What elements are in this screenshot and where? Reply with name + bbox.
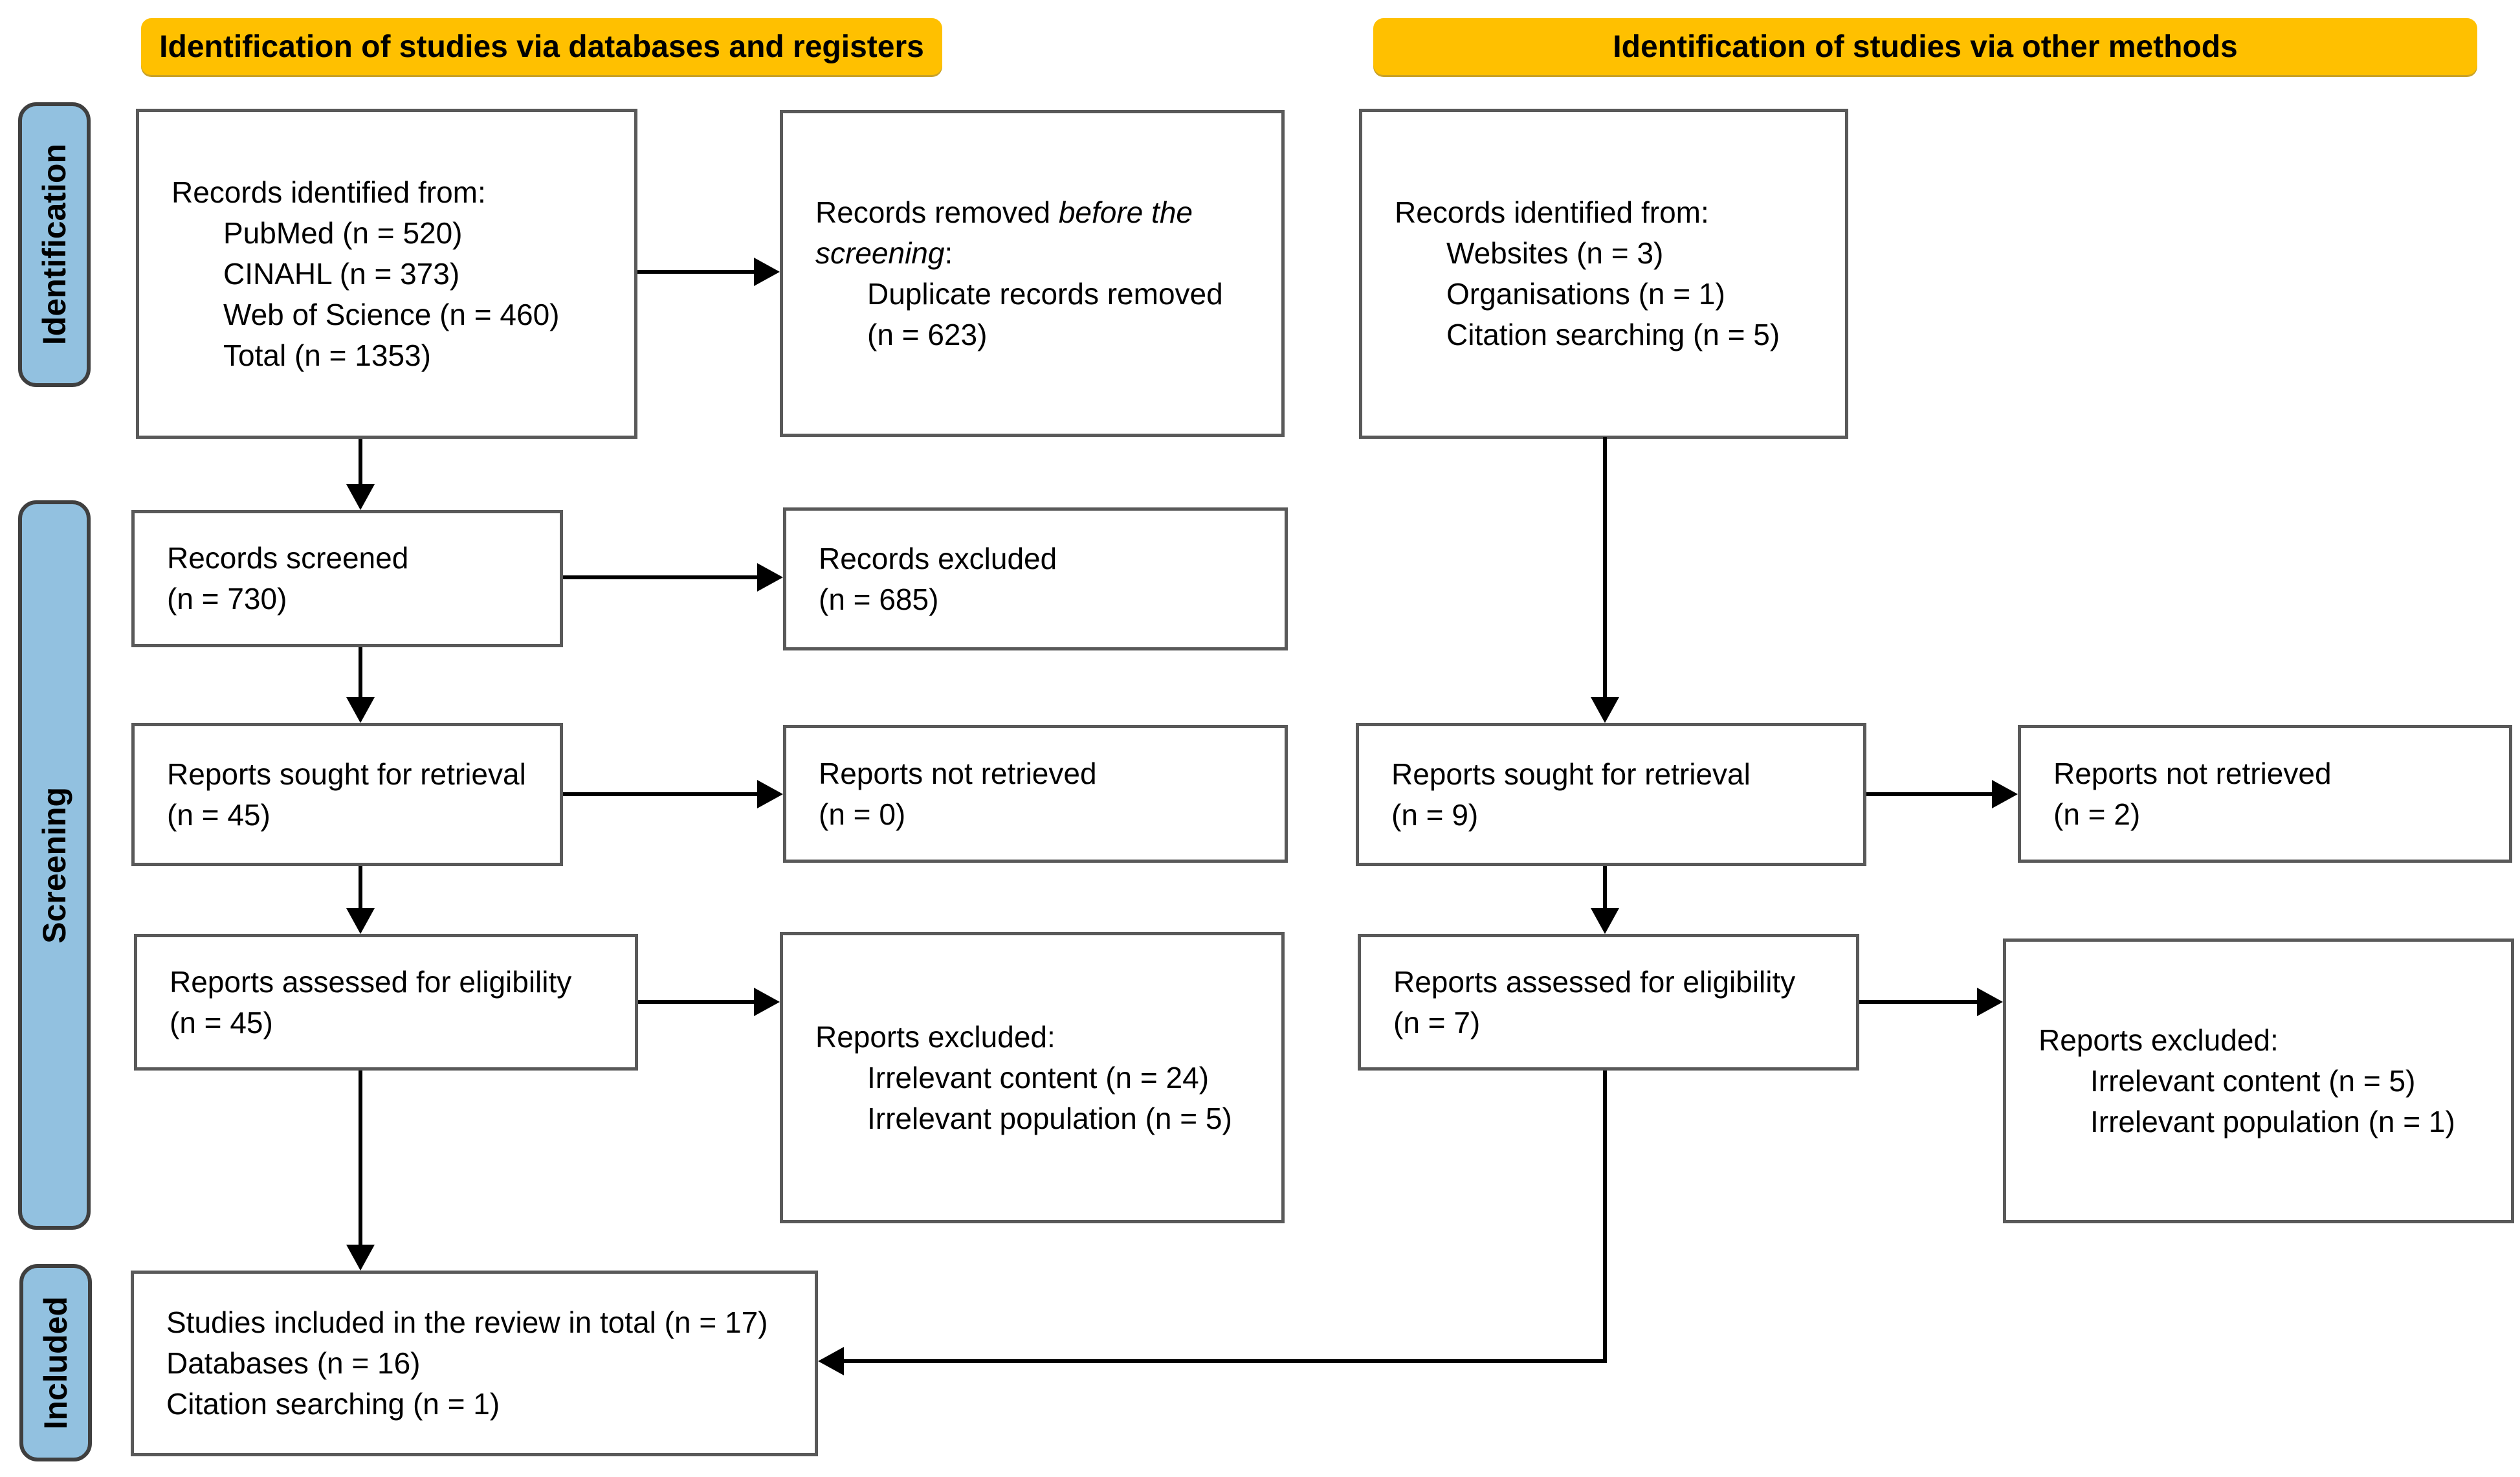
stage-screening: Screening	[18, 500, 91, 1230]
arrow-screened-to-sought-line	[359, 647, 362, 700]
box-line: Organisations (n = 1)	[1446, 277, 1725, 311]
box-line: PubMed (n = 520)	[223, 216, 463, 250]
arrow-other-assessed-to-excluded-line	[1859, 1000, 1980, 1004]
box-line: Duplicate records removed (n = 623)	[867, 276, 1223, 351]
box-line-segment-italic: before the screening	[815, 195, 1193, 270]
box-reports-assessed-databases: Reports assessed for eligibility (n = 45…	[134, 934, 638, 1071]
arrow-screened-to-excluded-line	[563, 575, 760, 579]
arrow-other-identified-to-sought-line	[1603, 437, 1607, 700]
box-line: Irrelevant population (n = 5)	[867, 1101, 1232, 1135]
box-line: Websites (n = 3)	[1446, 236, 1664, 270]
box-line: Irrelevant population (n = 1)	[2090, 1104, 2455, 1138]
box-line: Citation searching (n = 1)	[166, 1387, 500, 1421]
box-line: Web of Science (n = 460)	[223, 297, 560, 331]
box-reports-sought-databases: Reports sought for retrieval (n = 45)	[131, 723, 563, 866]
arrow-sought-to-notretrieved-head	[757, 780, 783, 808]
arrow-sought-to-assessed-head	[346, 908, 375, 934]
arrow-other-assessed-to-included-vline	[1603, 1071, 1607, 1363]
box-line: Databases (n = 16)	[166, 1346, 421, 1380]
box-reports-assessed-other: Reports assessed for eligibility (n = 7)	[1358, 934, 1859, 1071]
box-reports-not-retrieved-databases: Reports not retrieved (n = 0)	[783, 725, 1288, 863]
box-line: Records removed before the screening:	[815, 192, 1255, 274]
arrow-assessed-to-included-line	[359, 1071, 362, 1247]
box-records-identified-databases: Records identified from: PubMed (n = 520…	[136, 109, 637, 439]
arrow-screened-to-sought-head	[346, 697, 375, 723]
box-line: Reports sought for retrieval	[1391, 757, 1751, 791]
arrow-other-assessed-to-included-hline	[841, 1359, 1607, 1363]
arrow-sought-to-notretrieved-line	[563, 792, 760, 796]
box-records-removed-before-screening: Records removed before the screening: Du…	[780, 110, 1285, 437]
box-line-segment: Records removed	[815, 195, 1059, 229]
box-line: (n = 685)	[819, 582, 939, 616]
arrow-other-assessed-to-included-head	[818, 1347, 844, 1375]
box-line: Records identified from:	[1395, 195, 1709, 229]
box-line: Irrelevant content (n = 5)	[2090, 1063, 2416, 1098]
box-line: (n = 7)	[1393, 1005, 1481, 1039]
banner-other-label: Identification of studies via other meth…	[1613, 29, 2238, 64]
box-reports-sought-other: Reports sought for retrieval (n = 9)	[1356, 723, 1866, 866]
arrow-assessed-to-included-head	[346, 1245, 375, 1271]
stage-identification-label: Identification	[36, 144, 72, 346]
stage-included: Included	[19, 1264, 92, 1461]
box-line: Reports excluded:	[815, 1019, 1056, 1054]
box-records-excluded: Records excluded (n = 685)	[783, 507, 1288, 650]
box-reports-not-retrieved-other: Reports not retrieved (n = 2)	[2018, 725, 2512, 863]
banner-other-methods: Identification of studies via other meth…	[1373, 18, 2477, 75]
stage-identification: Identification	[18, 102, 91, 387]
arrow-other-sought-to-notretrieved-line	[1866, 792, 1995, 796]
box-line: CINAHL (n = 373)	[223, 256, 460, 291]
box-line: Records screened	[167, 541, 409, 575]
box-line: Reports assessed for eligibility	[170, 964, 572, 999]
box-studies-included: Studies included in the review in total …	[131, 1271, 818, 1456]
box-records-screened: Records screened (n = 730)	[131, 510, 563, 647]
box-line: Reports sought for retrieval	[167, 757, 526, 791]
box-line: (n = 730)	[167, 582, 287, 616]
arrow-assessed-to-excluded-line	[638, 1000, 757, 1004]
box-reports-excluded-databases: Reports excluded: Irrelevant content (n …	[780, 932, 1285, 1223]
arrow-sought-to-assessed-line	[359, 866, 362, 911]
box-line: Records excluded	[819, 541, 1057, 575]
arrow-other-sought-to-assessed-line	[1603, 866, 1607, 911]
box-line: Studies included in the review in total …	[166, 1305, 768, 1339]
arrow-screened-to-excluded-head	[757, 563, 783, 592]
box-line: (n = 45)	[167, 797, 271, 832]
banner-databases-label: Identification of studies via databases …	[159, 29, 924, 64]
box-line: (n = 9)	[1391, 797, 1479, 832]
arrow-identified-to-removed-line	[637, 270, 757, 274]
box-line: Reports assessed for eligibility	[1393, 964, 1796, 999]
box-line: Reports excluded:	[2039, 1023, 2279, 1057]
box-records-identified-other: Records identified from: Websites (n = 3…	[1359, 109, 1848, 439]
box-line: Records identified from:	[171, 175, 486, 209]
arrow-other-identified-to-sought-head	[1591, 697, 1619, 723]
box-line: (n = 45)	[170, 1005, 273, 1039]
box-line: (n = 2)	[2053, 797, 2141, 831]
arrow-other-sought-to-assessed-head	[1591, 908, 1619, 934]
arrow-other-sought-to-notretrieved-head	[1992, 780, 2018, 808]
box-line: Irrelevant content (n = 24)	[867, 1060, 1210, 1094]
box-reports-excluded-other: Reports excluded: Irrelevant content (n …	[2003, 938, 2514, 1223]
arrow-assessed-to-excluded-head	[754, 988, 780, 1016]
box-line: Total (n = 1353)	[223, 338, 431, 372]
arrow-identified-to-screened-line	[359, 439, 362, 487]
box-line: Reports not retrieved	[819, 756, 1097, 790]
banner-databases-registers: Identification of studies via databases …	[141, 18, 942, 75]
box-line: Citation searching (n = 5)	[1446, 318, 1780, 351]
box-line: Reports not retrieved	[2053, 756, 2332, 790]
arrow-identified-to-removed-head	[754, 258, 780, 286]
box-line-segment: :	[944, 236, 953, 270]
arrow-other-assessed-to-excluded-head	[1977, 988, 2003, 1016]
box-line: (n = 0)	[819, 797, 906, 831]
stage-included-label: Included	[38, 1296, 74, 1430]
arrow-identified-to-screened-head	[346, 484, 375, 510]
stage-screening-label: Screening	[36, 786, 72, 944]
